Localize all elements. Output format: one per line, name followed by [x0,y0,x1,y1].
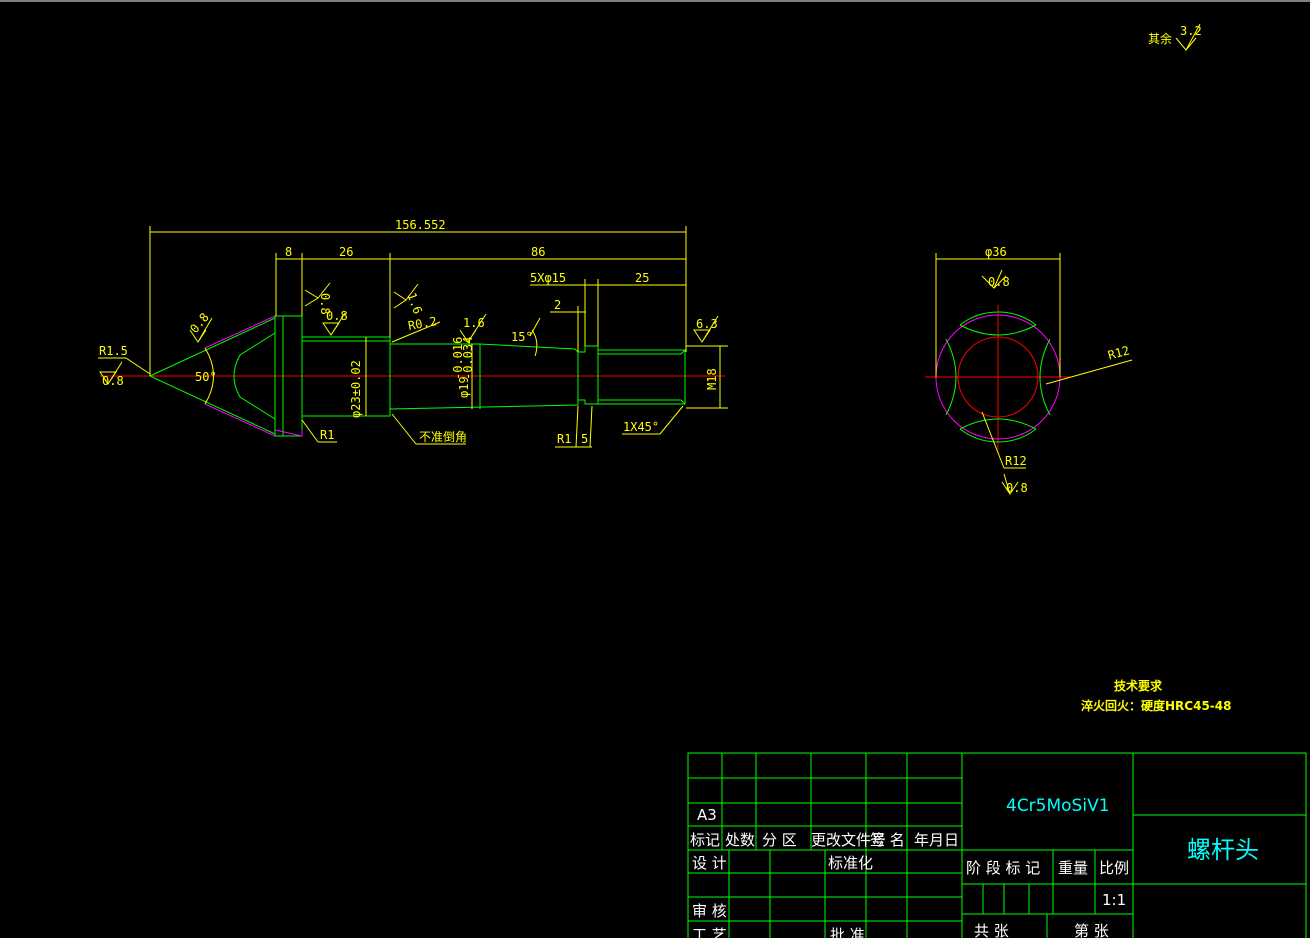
hdr-sign: 签 名 [870,831,905,849]
svg-text:φ36: φ36 [985,245,1007,259]
shaft-outline [389,343,579,410]
svg-text:5Xφ15: 5Xφ15 [530,271,566,285]
row-review: 审 核 [692,902,727,920]
side-view: 156.552 8 26 86 5Xφ15 25 2 R1.5 [98,218,728,448]
svg-text:M18: M18 [705,368,719,390]
svg-text:0.8: 0.8 [988,275,1010,289]
svg-text:2: 2 [554,298,561,312]
callout-r15: R1.5 0.8 [98,344,151,388]
dim-end-diameter: φ36 0.8 [935,245,1061,377]
svg-text:0.8: 0.8 [102,374,124,388]
row-approve: 批 准 [830,926,865,938]
svg-text:156.552: 156.552 [395,218,446,232]
hdr-zone: 分 区 [762,831,797,849]
tech-req-title: 技术要求 [1114,678,1163,693]
angle-50: 50° [195,347,217,405]
svg-text:5: 5 [581,432,588,446]
groove-outline [578,345,599,405]
row-standardize: 标准化 [828,854,873,872]
svg-text:0.8: 0.8 [326,309,348,323]
cone-outline [149,317,276,435]
callout-r1: R1 [301,419,337,443]
sheets-total: 共 张 [974,922,1009,938]
tech-requirements: 技术要求 淬火回火：硬度HRC45-48 [1081,678,1231,713]
dim-d19: φ19 -0.016 -0.034 [451,337,475,409]
svg-text:1X45°: 1X45° [623,420,659,434]
thread-outline [598,349,686,405]
svg-text:不准倒角: 不准倒角 [419,430,467,444]
svg-text:0.8: 0.8 [1006,481,1028,495]
row-design: 设 计 [692,854,727,872]
corner-roughness-value: 3.2 [1180,24,1202,38]
title-block: A3 标记 处数 分 区 更改文件号 签 名 年月日 设 计 标准化 审 核 工… [687,752,1307,938]
svg-text:86: 86 [531,245,545,259]
end-view: φ36 0.8 R12 R12 0.8 [925,245,1133,495]
callout-chamfer: 1X45° [622,405,684,435]
svg-text:1.6: 1.6 [463,316,485,330]
sheet-number: 第 张 [1074,922,1109,938]
corner-note-label: 其余 [1148,31,1172,46]
roughness-16a: 1.6 [393,283,425,316]
svg-text:φ19: φ19 [457,376,471,398]
hdr-date: 年月日 [914,831,959,849]
cone-chamfer-lines [204,315,276,437]
callout-no-chamfer: 不准倒角 [391,413,467,445]
material-name: 4Cr5MoSiV1 [1006,796,1110,816]
row-process: 工 艺 [692,926,727,938]
svg-text:R12: R12 [1106,343,1131,362]
svg-text:R12: R12 [1005,454,1027,468]
svg-text:26: 26 [339,245,353,259]
weight-header: 重量 [1058,859,1088,877]
callout-r1-groove: R1 5 [555,405,593,448]
roughness-cone: 0.8 [187,310,213,343]
lobe-outer-arcs [959,311,1037,443]
svg-text:50°: 50° [195,370,217,384]
hdr-change-doc: 更改文件号 [811,831,886,849]
scale-header: 比例 [1099,859,1129,877]
hdr-count: 处数 [725,831,755,849]
svg-text:R1: R1 [557,432,571,446]
svg-text:25: 25 [635,271,649,285]
angle-15: 15° [511,317,541,357]
callout-r02: R0.2 [391,314,441,343]
svg-text:R1.5: R1.5 [99,344,128,358]
lobe-arcs [945,324,1051,430]
roughness-flange: 0.8 [304,282,332,315]
thread-minor [598,349,686,405]
dim-m18: M18 [686,345,728,409]
dim-groove: 5Xφ15 25 2 [530,271,686,352]
callout-r12-bottom: R12 0.8 [981,411,1028,495]
stage-mark-header: 阶 段 标 记 [966,859,1040,877]
tech-req-line1: 淬火回火：硬度HRC45-48 [1081,698,1231,713]
svg-text:8: 8 [285,245,292,259]
scale-value: 1:1 [1102,891,1126,909]
callout-r12-right: R12 [1045,343,1133,385]
svg-text:0.8: 0.8 [318,293,332,315]
roughness-16b: 1.6 [459,313,487,343]
inner-circle [957,336,1039,418]
sheet-size: A3 [697,806,717,824]
svg-text:R0.2: R0.2 [407,314,438,333]
cone-inner-recess [233,332,276,420]
roughness-63: 6.3 [693,315,719,343]
roughness-shoulder: 0.8 [322,309,348,336]
hdr-mark: 标记 [690,831,720,849]
dim-d23: φ23±0.02 [349,337,367,418]
svg-text:-0.016: -0.016 [451,337,465,380]
roughness-symbol-icon [1175,23,1201,51]
svg-text:φ23±0.02: φ23±0.02 [349,360,363,418]
flange-chamfer [274,429,303,437]
corner-roughness-note: 其余 3.2 [1148,23,1202,51]
svg-text:15°: 15° [511,330,533,344]
dim-total-length: 156.552 [149,218,687,376]
part-name: 螺杆头 [1187,836,1259,864]
shoulder-outline [302,336,391,417]
svg-text:1.6: 1.6 [404,291,425,316]
svg-text:R1: R1 [320,428,334,442]
svg-text:-0.034: -0.034 [461,337,475,380]
dim-chain: 8 26 86 [275,245,686,337]
svg-text:6.3: 6.3 [696,317,718,331]
